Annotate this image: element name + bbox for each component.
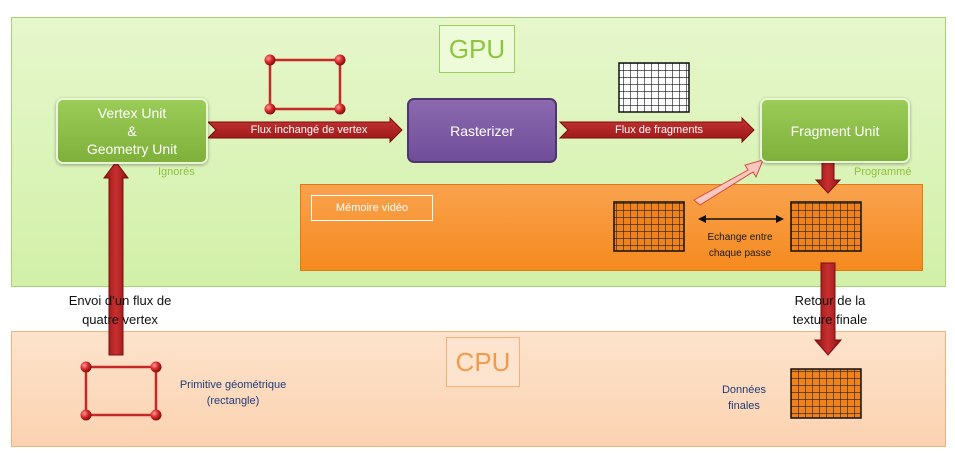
vertex-unit-line1: Vertex Unit bbox=[97, 105, 167, 121]
vertex-rectangle-cpu bbox=[80, 361, 162, 421]
arrow-texture-read bbox=[693, 159, 764, 206]
fragment-unit: Fragment Unit bbox=[760, 98, 910, 163]
fragment-stream-label: Flux de fragments bbox=[614, 124, 704, 136]
cpu-label: CPU bbox=[446, 337, 520, 387]
send-vertex-caption: Envoi d’un flux de quatre vertex bbox=[40, 291, 200, 329]
final-line1: Données bbox=[721, 384, 767, 396]
gpu-label: GPU bbox=[439, 25, 515, 73]
return-caption-line2: texture finale bbox=[792, 312, 868, 327]
arrow-vertex-stream bbox=[206, 116, 403, 144]
vertex-unit-line2: & bbox=[127, 123, 137, 139]
rasterizer-label: Rasterizer bbox=[450, 122, 514, 139]
final-data-grid bbox=[790, 368, 862, 419]
return-caption-line1: Retour de la bbox=[794, 293, 866, 308]
fragment-unit-label: Fragment Unit bbox=[790, 122, 880, 139]
send-caption-line1: Envoi d’un flux de bbox=[68, 293, 172, 308]
vertex-geometry-unit: Vertex Unit & Geometry Unit bbox=[56, 98, 208, 164]
exchange-line2: chaque passe bbox=[708, 248, 772, 259]
exchange-label: Echange entre chaque passe bbox=[690, 230, 790, 262]
memory-grid-right bbox=[790, 201, 862, 252]
vertex-unit-line3: Geometry Unit bbox=[86, 141, 178, 157]
arrow-exchange bbox=[698, 215, 784, 223]
exchange-line1: Echange entre bbox=[707, 232, 773, 243]
vertex-status: Ignorés bbox=[158, 166, 195, 178]
primitive-line2: (rectangle) bbox=[206, 395, 260, 407]
final-line2: finales bbox=[728, 400, 760, 412]
primitive-caption: Primitive géométrique (rectangle) bbox=[166, 377, 300, 409]
fragment-grid-white bbox=[618, 62, 690, 113]
final-data-caption: Données finales bbox=[706, 382, 782, 414]
return-texture-caption: Retour de la texture finale bbox=[770, 291, 890, 329]
video-memory-label: Mémoire vidéo bbox=[311, 195, 433, 221]
vertex-rectangle-gpu bbox=[264, 54, 346, 115]
arrow-vertex-upload bbox=[103, 161, 129, 356]
fragment-status: Programmé bbox=[854, 166, 912, 178]
memory-grid-left bbox=[613, 201, 685, 252]
primitive-line1: Primitive géométrique bbox=[179, 379, 287, 391]
rasterizer-box: Rasterizer bbox=[407, 98, 557, 163]
arrow-texture-return bbox=[813, 262, 843, 356]
arrow-fragment-down bbox=[814, 161, 842, 194]
arrow-fragment-stream bbox=[558, 116, 755, 144]
vertex-stream-label: Flux inchangé de vertex bbox=[250, 124, 368, 136]
send-caption-line2: quatre vertex bbox=[82, 312, 158, 327]
